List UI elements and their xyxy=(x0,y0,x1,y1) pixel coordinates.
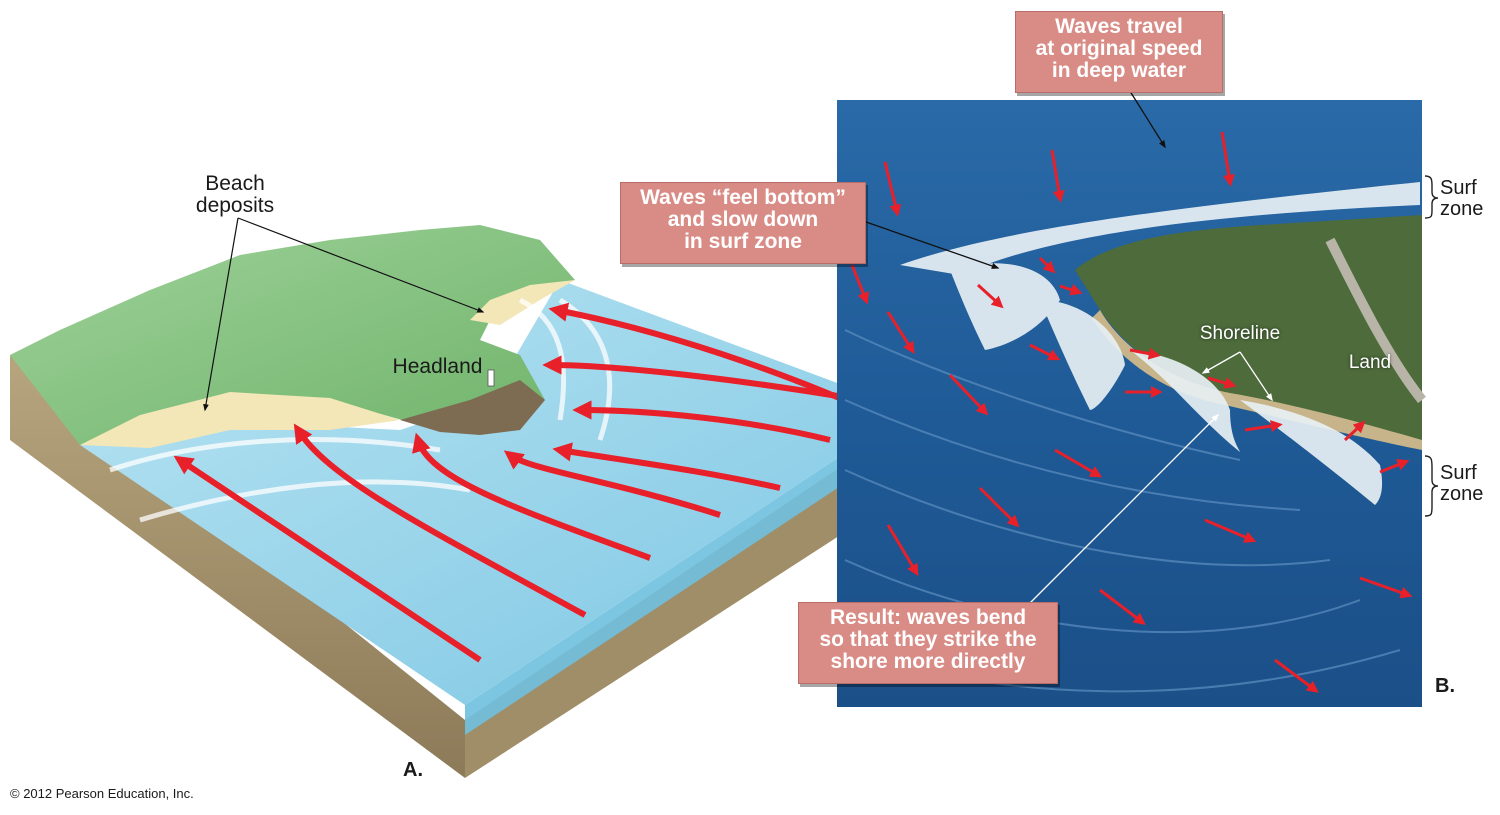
panel-b-label: B. xyxy=(1435,675,1455,697)
callout-line: so that they strike the xyxy=(819,627,1037,651)
callout-line: in surf zone xyxy=(684,229,802,253)
direction-arrow xyxy=(1059,284,1083,296)
photo-land xyxy=(1075,215,1422,440)
direction-arrow xyxy=(886,311,915,355)
direction-arrow xyxy=(1207,376,1237,389)
direction-arrow xyxy=(850,264,869,305)
direction-arrow xyxy=(1129,347,1161,360)
block-land xyxy=(10,225,575,445)
callout-line: Waves “feel bottom” xyxy=(640,186,846,209)
photo-highway xyxy=(1325,237,1426,404)
direction-arrow xyxy=(1343,420,1366,442)
direction-arrow xyxy=(886,524,919,577)
direction-arrow xyxy=(978,486,1020,528)
callout-line: Waves travel xyxy=(1055,15,1183,38)
refraction-arrow xyxy=(542,355,851,401)
refraction-arrow xyxy=(503,450,721,518)
beach-deposits-line: Beach xyxy=(205,172,265,195)
beach-deposit-south xyxy=(80,392,400,448)
direction-arrow xyxy=(1379,459,1410,474)
refraction-arrows-a xyxy=(173,302,887,663)
direction-arrow xyxy=(948,373,989,416)
direction-arrow xyxy=(1220,131,1235,187)
refraction-arrow xyxy=(552,442,781,491)
surf-zone-braces xyxy=(1424,175,1439,517)
surf-zone-label-bottom: Surf zone xyxy=(1440,463,1498,505)
direction-arrow xyxy=(1244,420,1283,433)
surf-zone-line: Surf xyxy=(1440,462,1477,484)
refraction-arrow xyxy=(293,423,587,618)
direction-arrow xyxy=(1038,256,1056,274)
beach-deposits-label: Beach deposits xyxy=(180,172,290,218)
panel-a-block-diagram xyxy=(10,217,910,778)
surf-zone-line: Surf xyxy=(1440,177,1477,199)
copyright-notice: © 2012 Pearson Education, Inc. xyxy=(10,786,194,801)
surf-zone-line: zone xyxy=(1440,198,1484,220)
surf-zone-line: zone xyxy=(1440,483,1484,505)
shoreline-label: Shoreline xyxy=(1199,323,1281,344)
callout-line: shore more directly xyxy=(830,649,1026,673)
direction-arrow xyxy=(1050,149,1065,203)
land-label: Land xyxy=(1348,352,1392,373)
direction-arrow xyxy=(1204,518,1257,543)
direction-arrow xyxy=(1274,658,1319,693)
callout-surf-zone: Waves “feel bottom” and slow down in sur… xyxy=(620,182,866,264)
photo-land-beach xyxy=(1092,310,1422,450)
wave-crests-a xyxy=(109,297,613,523)
direction-arrow xyxy=(1029,343,1061,361)
callout-line: Result: waves bend xyxy=(829,606,1027,629)
surf-zone-brace-bottom xyxy=(1424,455,1439,517)
callout-leaders xyxy=(865,87,1273,606)
headland-label: Headland xyxy=(392,355,483,378)
direction-arrow xyxy=(1054,448,1103,478)
block-water-side xyxy=(465,410,910,735)
surf-zone-brace-top xyxy=(1424,175,1439,219)
block-water-surface xyxy=(80,280,910,705)
wave-direction-arrows-b xyxy=(850,131,1413,693)
callout-line: and slow down xyxy=(667,207,819,231)
direction-arrow xyxy=(976,283,1004,309)
direction-arrow xyxy=(1099,588,1146,625)
callout-deep-water: Waves travel at original speed in deep w… xyxy=(1015,11,1223,93)
panel-a-label: A. xyxy=(403,759,423,781)
callout-line: in deep water xyxy=(1051,58,1187,82)
callout-result: Result: waves bend so that they strike t… xyxy=(798,602,1058,684)
direction-arrow xyxy=(1359,576,1413,599)
refraction-arrow xyxy=(412,432,652,561)
direction-arrow xyxy=(883,161,902,217)
callout-line: at original speed xyxy=(1035,36,1203,60)
refraction-arrow xyxy=(572,400,831,443)
beach-deposits-line: deposits xyxy=(195,194,275,218)
refraction-arrow xyxy=(173,455,482,663)
photo-surf-foam xyxy=(900,182,1420,505)
beach-leaders xyxy=(203,217,485,412)
lighthouse-icon xyxy=(487,369,495,387)
surf-zone-label-top: Surf zone xyxy=(1440,178,1498,220)
headland-cliff xyxy=(400,380,545,435)
